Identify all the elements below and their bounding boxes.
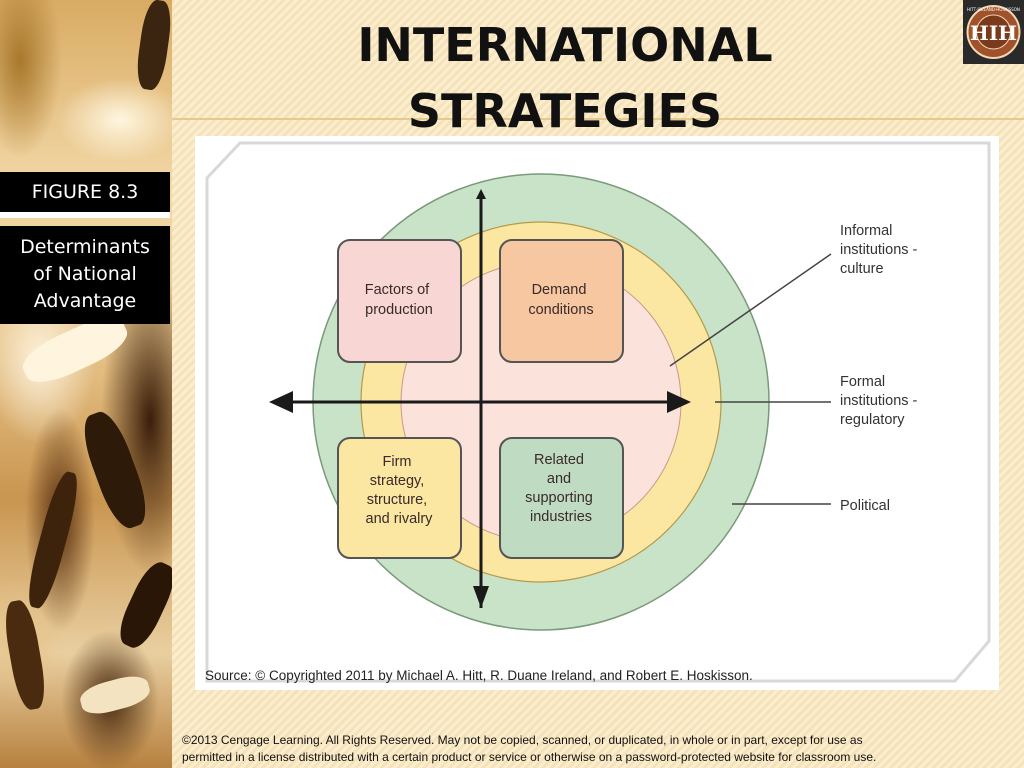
publisher-logo: HIH HITT·IRELAND·HOSKISSON (963, 0, 1024, 64)
diagram-panel: Factors of production Demand conditions … (195, 136, 999, 690)
title-line-2: STRATEGIES (407, 84, 723, 138)
header-divider (172, 118, 1024, 120)
related-supporting-industries-label: Related and supporting industries (525, 452, 597, 525)
figure-label-separator (0, 212, 170, 218)
political-label: Political (840, 498, 890, 514)
demand-conditions-box (499, 239, 624, 363)
decorative-background-image (0, 0, 172, 768)
related-supporting-industries-box (499, 437, 624, 559)
factors-of-production-box (337, 239, 462, 363)
vertical-axis-arrowhead-down (473, 586, 489, 608)
slide-title: INTERNATIONAL STRATEGIES (290, 12, 840, 144)
logo-ring-text: HITT·IRELAND·HOSKISSON (967, 7, 1020, 12)
informal-institutions-label: Informal institutions - culture (840, 223, 921, 277)
logo-mark: HIH (970, 21, 1017, 45)
figure-desc-line-3: Advantage (33, 290, 137, 312)
horizontal-axis-arrowhead-right (667, 391, 691, 413)
figure-desc-line-1: Determinants (20, 236, 150, 258)
national-advantage-diagram: Factors of production Demand conditions … (205, 141, 991, 683)
source-citation: Source: © Copyrighted 2011 by Michael A.… (205, 668, 753, 683)
copyright-line-1: ©2013 Cengage Learning. All Rights Reser… (182, 733, 863, 747)
firm-strategy-box (337, 437, 462, 559)
factors-of-production-label: Factors of production (365, 282, 434, 318)
copyright-notice: ©2013 Cengage Learning. All Rights Reser… (182, 732, 1012, 766)
title-line-1: INTERNATIONAL (357, 18, 773, 72)
demand-conditions-label: Demand conditions (528, 282, 593, 318)
diagram-frame (205, 141, 991, 683)
formal-institutions-label: Formal institutions - regulatory (840, 374, 921, 428)
firm-strategy-label: Firm strategy, structure, and rivalry (366, 454, 434, 527)
copyright-line-2: permitted in a license distributed with … (182, 750, 877, 764)
horizontal-axis-arrowhead-left (269, 391, 293, 413)
informal-leader-line (669, 253, 832, 367)
figure-description: Determinants of National Advantage (0, 226, 170, 324)
figure-number-label: FIGURE 8.3 (0, 172, 170, 212)
figure-desc-line-2: of National (33, 263, 137, 285)
